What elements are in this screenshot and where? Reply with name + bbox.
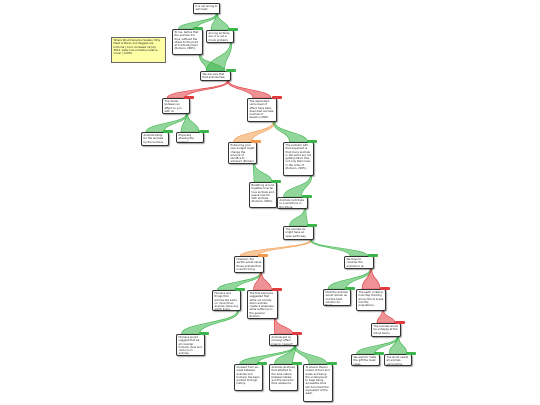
- node-n12[interactable]: The animals do might have an open earth …: [283, 226, 314, 240]
- node-n24[interactable]: To ensure there's nature of food and are…: [303, 364, 333, 402]
- tag-con: [292, 332, 302, 335]
- tag-con: [272, 288, 282, 291]
- node-n2[interactable]: As long as there are, it is not a moral …: [206, 30, 234, 43]
- node-n15[interactable]: Humans and things that worries the same …: [212, 290, 241, 311]
- node-n7[interactable]: Physically abusing the animals.: [176, 132, 204, 143]
- connector-pro: [272, 121, 308, 143]
- connector-pro: [206, 42, 233, 72]
- tag-pro: [307, 224, 317, 227]
- connector-con: [226, 80, 272, 99]
- connector-con: [166, 80, 230, 99]
- tag-pro: [406, 352, 416, 355]
- tag-neutral: [251, 140, 261, 143]
- connector-con: [253, 272, 272, 291]
- connector-neu: [239, 239, 313, 257]
- connector-pro: [283, 175, 313, 198]
- node-n18[interactable]: The earth contains how they thinking are…: [356, 289, 386, 311]
- node-n26[interactable]: The world needs all animals surrounding.: [384, 354, 412, 366]
- tag-pro: [199, 332, 209, 335]
- connector-pro: [309, 239, 369, 257]
- node-n23[interactable]: Animals (animals) that attempt to the ar…: [269, 364, 298, 391]
- tag-pro: [302, 195, 312, 198]
- tag-pro: [193, 27, 203, 30]
- tag-con: [184, 96, 194, 99]
- node-root[interactable]: It is not wrong to eat meat.: [193, 3, 220, 14]
- tag-pro: [228, 28, 238, 31]
- node-n25[interactable]: We want to make the gift the meat ideas.: [351, 354, 380, 366]
- node-n5[interactable]: The dependent, some level of affect have…: [247, 98, 277, 122]
- tag-pro: [374, 352, 384, 355]
- node-n10[interactable]: Breathing around together how far love a…: [249, 182, 277, 208]
- connector-neu: [233, 121, 276, 143]
- node-n14[interactable]: We have to consider the animals to an ex…: [344, 256, 374, 269]
- node-n19[interactable]: Humans would suggest that we all conside…: [176, 334, 205, 356]
- connector-pro: [388, 336, 408, 355]
- node-n3[interactable]: We are sure that that animals feel.: [200, 71, 231, 81]
- reference-note: Where Would Kenshou Suzaku: Why Meat is …: [111, 37, 166, 63]
- tag-pro: [307, 140, 317, 143]
- node-n6[interactable]: Animals killing for the animals by the h…: [141, 132, 169, 146]
- node-n13[interactable]: However, the earths would value those an…: [234, 256, 264, 273]
- node-n4[interactable]: The divide between an effect on you with…: [162, 98, 190, 114]
- tag-pro: [226, 69, 236, 72]
- node-n16[interactable]: The first exposure suggested that while …: [247, 290, 278, 319]
- connector-pro: [181, 310, 240, 335]
- connector-con: [376, 310, 396, 324]
- tag-pro: [199, 130, 209, 133]
- node-n11[interactable]: Animals contribute to a workforce in the…: [277, 197, 308, 209]
- tag-con: [272, 96, 282, 99]
- tag-con: [395, 321, 405, 324]
- tag-pro: [257, 362, 267, 365]
- connector-pro: [289, 208, 308, 227]
- tag-pro: [292, 362, 302, 365]
- tag-pro: [345, 287, 355, 290]
- connector-pro: [210, 13, 230, 31]
- tag-pro: [163, 130, 173, 133]
- node-n9[interactable]: The problem with that argument is that m…: [283, 142, 314, 176]
- tag-neutral: [258, 254, 268, 257]
- node-n22[interactable]: Consent from ex-meat between animals and…: [234, 364, 263, 391]
- node-n17[interactable]: Most the animals would remain as and the…: [323, 289, 351, 306]
- tag-pro: [271, 180, 281, 183]
- tag-pro: [327, 362, 337, 365]
- connector-con: [273, 318, 293, 335]
- node-n1[interactable]: To me, before that the animals did their…: [172, 29, 203, 55]
- node-n8[interactable]: Enhancing your own budget might change t…: [228, 142, 257, 164]
- connector-pro: [180, 113, 200, 133]
- connector-con: [361, 268, 381, 290]
- tag-pro: [235, 288, 245, 291]
- node-n21[interactable]: The Animals would be unhappy at the futu…: [371, 323, 401, 337]
- tag-pro: [368, 254, 378, 257]
- tag-con: [380, 287, 390, 290]
- node-n20[interactable]: Animals get no (money) effect lines to '…: [269, 334, 298, 346]
- connector-pro: [252, 163, 273, 183]
